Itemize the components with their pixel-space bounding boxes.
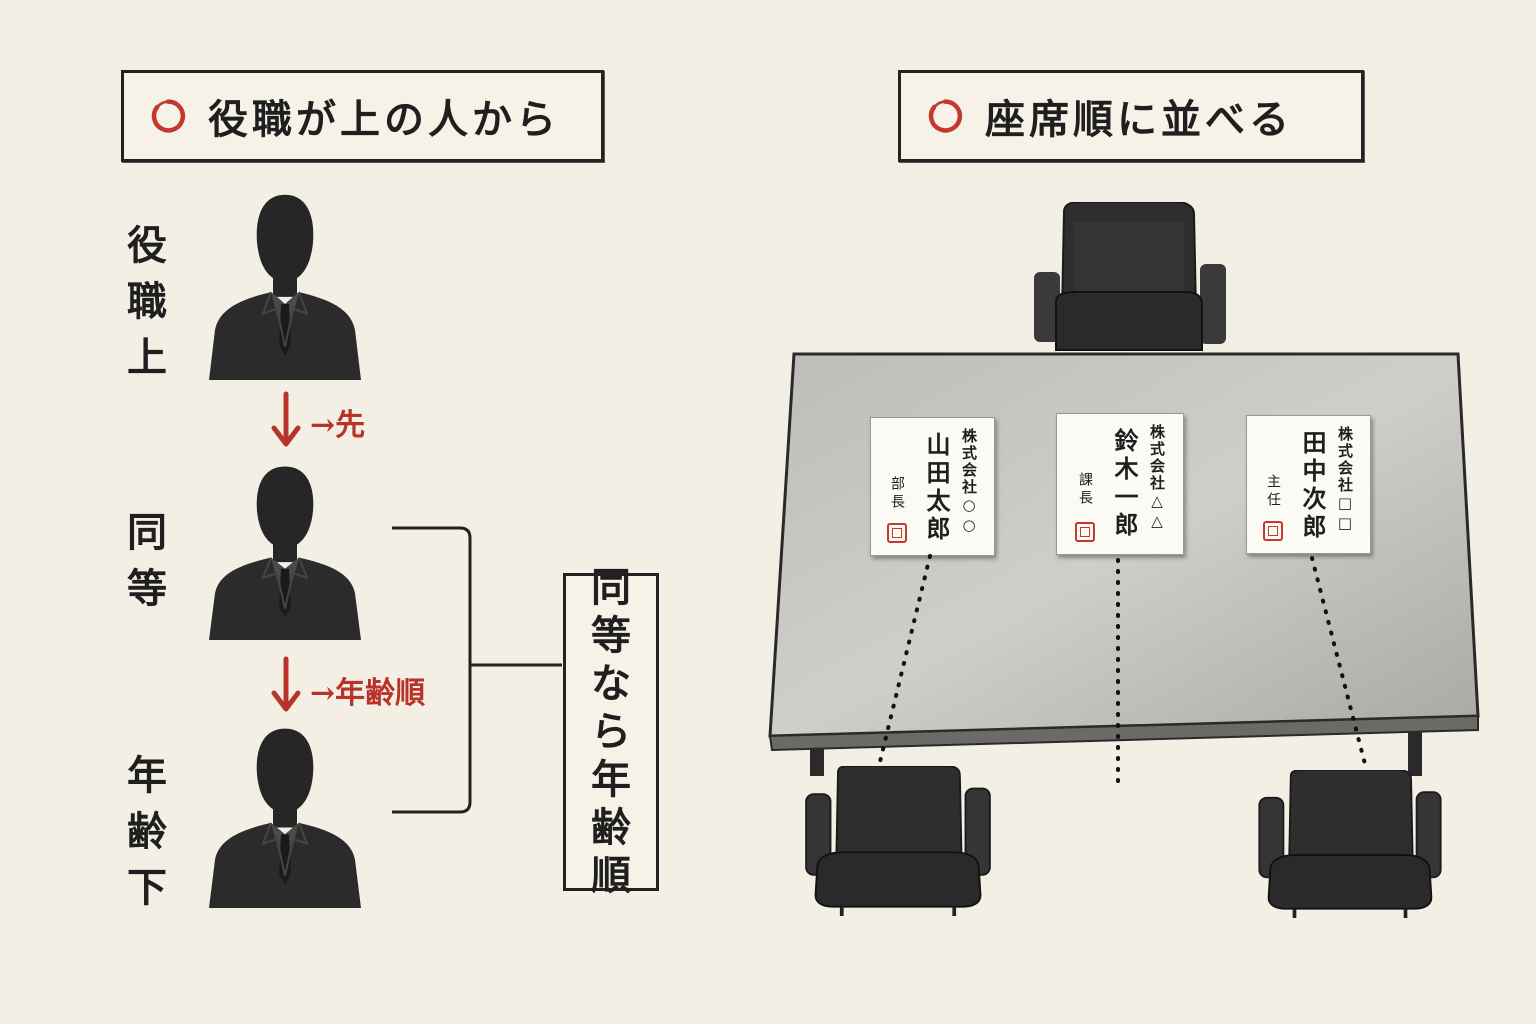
chair-icon [800,766,996,916]
name-card-suzuki: 株式会社△△ 鈴木一郎 課長 [1056,413,1184,555]
enso-circle-icon [150,98,186,134]
person-silhouette-icon [205,462,365,640]
rank-label-top: 役 職 上 [127,222,167,381]
right-heading: 座席順に並べる [985,96,1293,143]
card-person-name: 田中次郎 [1298,430,1327,542]
seal-stamp-icon [1075,522,1095,542]
person-silhouette-icon [205,190,365,380]
summary-text: 同等なら年齢順 [591,564,631,899]
grouping-bracket [392,526,562,814]
seal-stamp-icon [1263,521,1283,541]
card-person-name: 鈴木一郎 [1110,428,1139,540]
step-first: →先 [310,408,366,443]
card-job-title: 課長 [1077,472,1093,508]
rank-label-equal: 同 等 [127,509,167,612]
name-card-yamada: 株式会社○○ 山田太郎 部長 [870,417,995,556]
card-person-name: 山田太郎 [922,432,951,544]
enso-circle-icon [927,98,963,134]
left-heading: 役職が上の人から [208,96,560,143]
chair-icon [1020,202,1240,352]
seat-connector-lines [876,554,1368,784]
rank-label-younger: 年 齢 下 [127,752,167,911]
chair-icon [1254,770,1446,918]
person-silhouette-icon [205,724,365,908]
summary-box: 同等なら年齢順 [563,564,659,899]
arrow-down-icon [271,391,301,447]
card-company: 株式会社○○ [960,428,978,536]
card-job-title: 主任 [1265,474,1281,510]
card-job-title: 部長 [889,476,905,512]
right-heading-box: 座席順に並べる [898,70,1364,162]
step-age-order: →年齢順 [310,676,426,711]
arrow-down-icon [271,656,301,712]
card-company: 株式会社△△ [1148,424,1166,532]
card-company: 株式会社□□ [1336,426,1354,534]
left-heading-box: 役職が上の人から [121,70,604,162]
seal-stamp-icon [887,523,907,543]
name-card-tanaka: 株式会社□□ 田中次郎 主任 [1246,415,1371,554]
